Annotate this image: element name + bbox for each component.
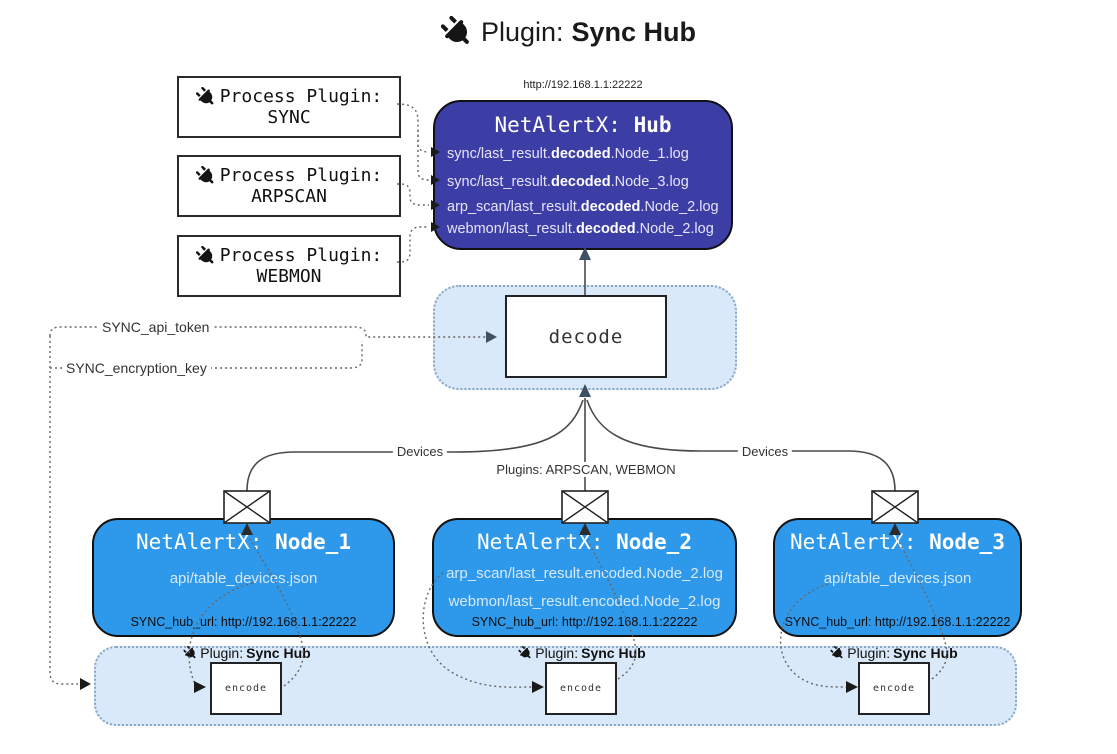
node-files: api/table_devices.json: [775, 570, 1020, 587]
encode-plugin-label: Plugin: Sync Hub: [183, 645, 311, 661]
node-hub-url: SYNC_hub_url: http://192.168.1.1:22222: [784, 615, 1011, 629]
hub-log-line: sync/last_result.decoded.Node_3.log: [447, 174, 689, 190]
hub-title: NetAlertX: Hub: [494, 113, 672, 137]
encode-box: encode: [545, 662, 617, 715]
node-file: api/table_devices.json: [169, 570, 318, 587]
node-title: NetAlertX: Node_1: [136, 530, 351, 554]
plug-icon: [196, 166, 216, 186]
process-plugin-arpscan: Process Plugin: ARPSCAN: [177, 155, 401, 217]
hub-log-list: sync/last_result.decoded.Node_1.log sync…: [447, 144, 727, 239]
process-plugin-label: Process Plugin:: [219, 86, 383, 107]
node-2-box: NetAlertX: Node_2 arp_scan/last_result.e…: [432, 518, 737, 637]
decode-box: decode: [505, 295, 667, 378]
edge-settings-to-encoders: [49, 336, 78, 685]
hub-log-line: sync/last_result.decoded.Node_1.log: [447, 146, 689, 162]
plug-icon: [441, 16, 473, 48]
node-hub-url: SYNC_hub_url: http://192.168.1.1:22222: [130, 615, 357, 629]
node-3-box: NetAlertX: Node_3 api/table_devices.json…: [773, 518, 1022, 637]
process-plugin-name: ARPSCAN: [251, 186, 327, 207]
edge-sync-to-log2: [417, 130, 430, 181]
process-plugin-label: Process Plugin:: [219, 245, 383, 266]
plug-icon: [183, 646, 197, 660]
plug-icon: [196, 87, 216, 107]
encode-plugin-label: Plugin: Sync Hub: [830, 645, 958, 661]
node-title: NetAlertX: Node_2: [477, 530, 692, 554]
node-file: webmon/last_result.encoded.Node_2.log: [448, 593, 721, 610]
process-plugin-sync: Process Plugin: SYNC: [177, 76, 401, 138]
plug-icon: [830, 646, 844, 660]
devices-right-label: Devices: [737, 444, 793, 459]
plugins-mid-label: Plugins: ARPSCAN, WEBMON: [492, 462, 680, 477]
title-name: Sync Hub: [571, 16, 697, 47]
edge-sync-to-log1: [396, 103, 430, 153]
devices-left-label: Devices: [392, 444, 448, 459]
edge-arpscan-to-log3: [397, 183, 429, 206]
node-file: arp_scan/last_result.encoded.Node_2.log: [446, 565, 723, 582]
process-plugin-webmon: Process Plugin: WEBMON: [177, 235, 401, 297]
node-hub-url: SYNC_hub_url: http://192.168.1.1:22222: [471, 615, 698, 629]
node-files: api/table_devices.json: [94, 570, 393, 587]
hub-box: NetAlertX: Hub sync/last_result.decoded.…: [433, 100, 733, 250]
hub-log-line: arp_scan/last_result.decoded.Node_2.log: [447, 199, 719, 215]
process-plugin-name: WEBMON: [256, 266, 322, 287]
process-plugin-name: SYNC: [267, 107, 311, 128]
node-files: arp_scan/last_result.encoded.Node_2.log …: [434, 560, 735, 616]
encode-box: encode: [210, 662, 282, 715]
page-title: Plugin: Sync Hub: [10, 16, 1117, 48]
node-file: api/table_devices.json: [823, 570, 972, 587]
sync-api-token-label: SYNC_api_token: [98, 319, 214, 335]
hub-url-label: http://192.168.1.1:22222: [523, 79, 643, 91]
title-label: Plugin:: [480, 16, 564, 47]
node-1-box: NetAlertX: Node_1 api/table_devices.json…: [92, 518, 395, 637]
plug-icon: [196, 246, 216, 266]
edge-webmon-to-log4: [397, 226, 429, 263]
encode-plugin-label: Plugin: Sync Hub: [518, 645, 646, 661]
sync-encryption-key-label: SYNC_encryption_key: [62, 360, 211, 376]
encode-box: encode: [858, 662, 930, 715]
hub-log-line: webmon/last_result.decoded.Node_2.log: [447, 221, 714, 237]
process-plugin-label: Process Plugin:: [219, 165, 383, 186]
node-title: NetAlertX: Node_3: [790, 530, 1005, 554]
plug-icon: [518, 646, 532, 660]
